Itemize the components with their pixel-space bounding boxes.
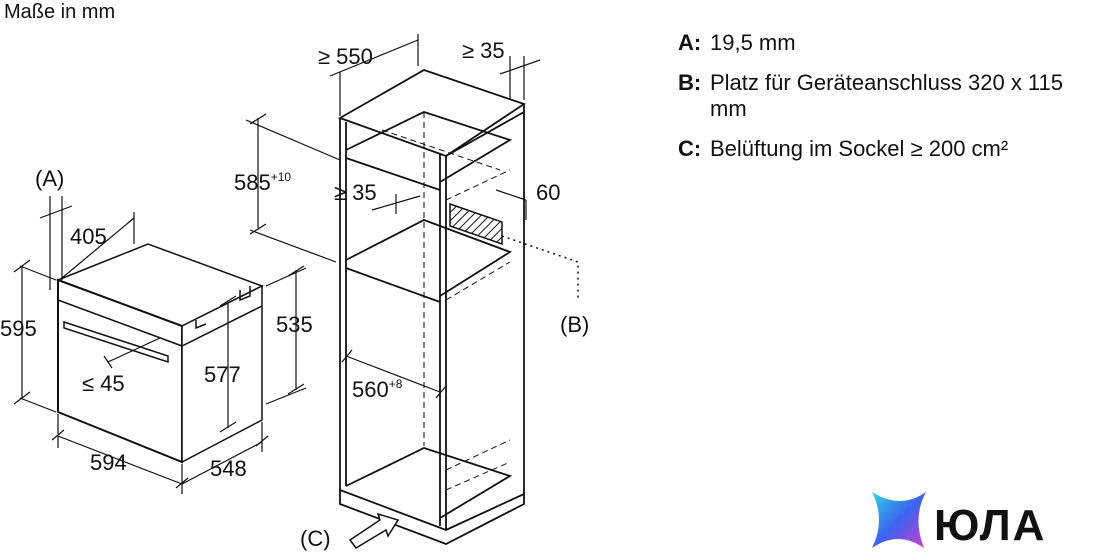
- dim-oven-depth-front: 405: [70, 224, 107, 249]
- cabinet-hidden-lines: [381, 112, 511, 491]
- legend-item-a: A: 19,5 mm: [678, 30, 1098, 56]
- dim-handle-gap: ≤ 45: [82, 371, 125, 396]
- legend-item-c: C: Belüftung im Sockel ≥ 200 cm²: [678, 136, 1098, 162]
- dim-cabinet-depth: ≥ 550: [318, 44, 373, 69]
- legend-text: 19,5 mm: [710, 30, 796, 55]
- brand-star-icon: [872, 492, 926, 548]
- oven-control-panel: [57, 299, 263, 347]
- legend-text: Platz für Geräteanschluss 320 x 115 mm: [710, 70, 1064, 121]
- oven-dimension-lines: [13, 196, 307, 494]
- dim-oven-width: 594: [90, 450, 127, 475]
- dim-niche-width: 560+8: [352, 377, 403, 402]
- ventilation-arrow-c: [348, 512, 400, 549]
- connection-area-b: [449, 202, 503, 246]
- dim-rear-gap: ≥ 35: [462, 38, 505, 63]
- dim-oven-rear-height: 535: [276, 312, 313, 337]
- dim-shelf-gap: ≥ 35: [334, 180, 377, 205]
- legend-item-b: B: Platz für Geräteanschluss 320 x 115 m…: [678, 70, 1098, 122]
- cabinet-dimension-lines: [245, 34, 541, 399]
- oven-mounting-notch: [239, 286, 251, 302]
- brand-name: ЮЛА: [934, 501, 1046, 550]
- page-title: Maße in mm: [4, 1, 116, 23]
- dim-oven-depth: 548: [210, 456, 247, 481]
- cabinet-drawing: [337, 69, 527, 545]
- oven-drawing: [55, 243, 264, 464]
- connection-leader-b: [501, 235, 579, 300]
- oven-door-handle: [63, 320, 169, 364]
- brand-logo: ЮЛА: [872, 492, 1046, 550]
- legend-key: C:: [678, 136, 702, 161]
- dim-oven-height: 595: [0, 316, 37, 341]
- dim-niche-height: 585+10: [234, 170, 291, 195]
- oven-rear-clip: [195, 320, 207, 330]
- legend-text: Belüftung im Sockel ≥ 200 cm²: [710, 136, 1009, 161]
- oven-side-face: [181, 284, 263, 464]
- label-a: (A): [35, 166, 64, 191]
- dim-oven-inner-height: 577: [204, 362, 241, 387]
- label-b: (B): [560, 312, 589, 337]
- legend-key: A:: [678, 30, 702, 55]
- legend: A: 19,5 mm B: Platz für Geräteanschluss …: [678, 30, 1098, 176]
- label-c: (C): [300, 526, 331, 551]
- legend-key: B:: [678, 70, 702, 95]
- dim-side-60: 60: [536, 180, 560, 205]
